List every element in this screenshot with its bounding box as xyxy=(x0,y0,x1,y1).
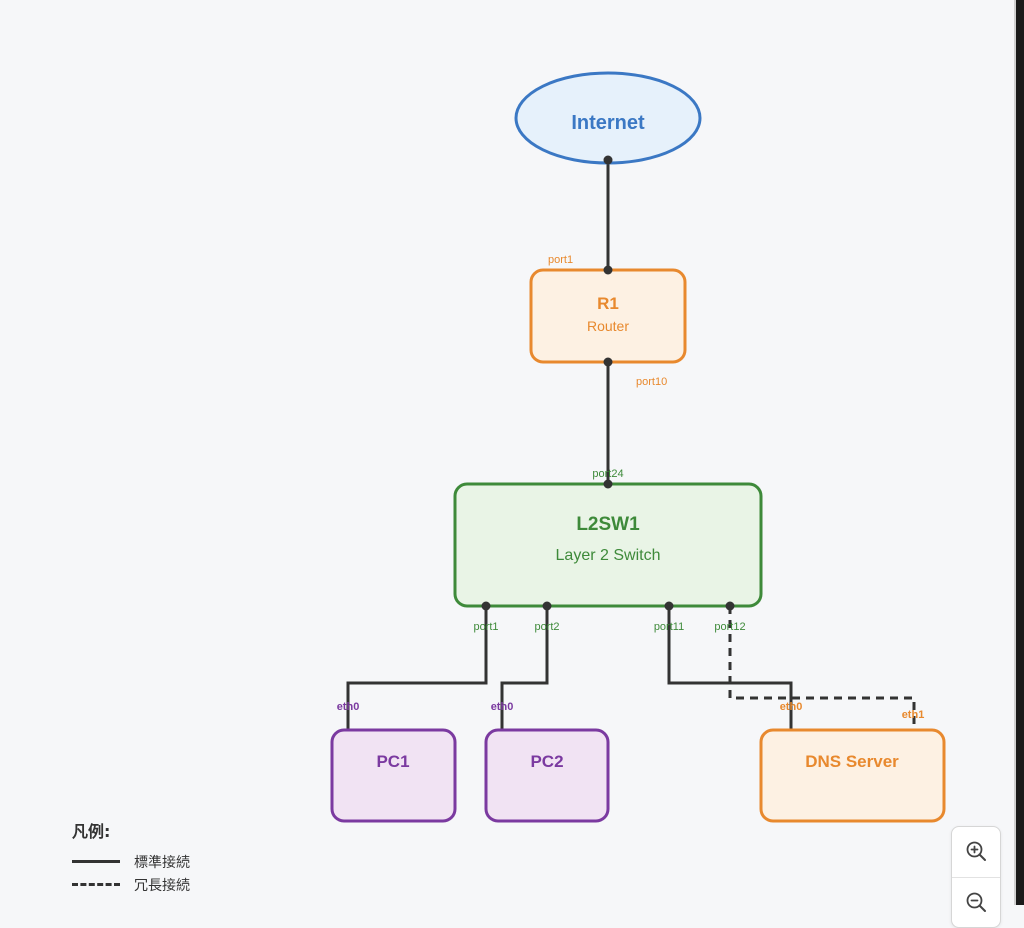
router-r1-type: Router xyxy=(587,318,629,334)
link-sw-pc2 xyxy=(500,606,549,730)
port-label-sw-port1: port1 xyxy=(473,621,498,633)
dns-server-node[interactable]: DNS Server xyxy=(759,728,946,823)
zoom-out-button[interactable] xyxy=(952,877,1000,926)
switch-l2sw1-node[interactable]: L2SW1 Layer 2 Switch xyxy=(453,482,763,608)
router-r1-node[interactable]: R1 Router xyxy=(529,268,687,364)
legend-label-standard: 標準接続 xyxy=(134,854,190,871)
link-sw-pc1 xyxy=(346,606,488,730)
legend: 凡例: 標準接続 冗長接続 xyxy=(72,818,190,896)
zoom-in-button[interactable] xyxy=(952,827,1000,875)
port-dot-sw-p1 xyxy=(481,601,491,611)
port-dot-sw-p2 xyxy=(542,601,552,611)
window-edge xyxy=(1014,0,1024,905)
port-label-pc1-eth0: eth0 xyxy=(337,701,360,713)
port-label-pc2-eth0: eth0 xyxy=(491,701,514,713)
internet-label: Internet xyxy=(571,112,645,134)
legend-row-standard: 標準接続 xyxy=(72,850,190,873)
link-sw-dns-eth1-redundant xyxy=(728,606,916,730)
port-label-sw-port24: port24 xyxy=(592,468,623,480)
pc2-label: PC2 xyxy=(530,752,563,771)
zoom-out-icon xyxy=(966,892,986,912)
port-label-r1-port1: port1 xyxy=(548,254,573,266)
switch-l2sw1-type: Layer 2 Switch xyxy=(556,547,661,564)
port-dot-r1-top xyxy=(603,265,613,275)
pc1-label: PC1 xyxy=(376,752,409,771)
pc1-node[interactable]: PC1 xyxy=(330,728,457,823)
network-diagram: Internet R1 Router L2SW1 Layer 2 Switch … xyxy=(330,71,946,823)
legend-label-redundant: 冗長接続 xyxy=(134,877,190,894)
port-dot-sw-p11 xyxy=(664,601,674,611)
solid-line-swatch xyxy=(72,860,120,863)
legend-title: 凡例: xyxy=(72,822,111,841)
port-label-dns-eth1: eth1 xyxy=(902,709,925,721)
port-dot-internet xyxy=(603,155,613,165)
zoom-in-icon xyxy=(966,841,986,861)
port-label-sw-port11: port11 xyxy=(654,621,684,633)
pc2-node[interactable]: PC2 xyxy=(484,728,610,823)
port-labels: port1 port10 port24 port1 port2 port11 p… xyxy=(337,254,925,721)
dashed-line-swatch xyxy=(72,883,120,886)
dns-server-label: DNS Server xyxy=(805,752,899,771)
port-dot-sw-p12 xyxy=(725,601,735,611)
links xyxy=(346,160,916,730)
router-r1-label: R1 xyxy=(597,294,619,313)
internet-node[interactable]: Internet xyxy=(514,71,702,165)
port-label-dns-eth0: eth0 xyxy=(780,701,803,713)
switch-l2sw1-label: L2SW1 xyxy=(576,514,640,535)
zoom-controls xyxy=(951,826,1001,928)
port-dot-sw-top xyxy=(603,479,613,489)
port-label-sw-port12: port12 xyxy=(714,621,745,633)
port-dot-r1-bottom xyxy=(603,357,613,367)
legend-row-redundant: 冗長接続 xyxy=(72,873,190,896)
port-label-r1-port10: port10 xyxy=(636,376,667,388)
port-label-sw-port2: port2 xyxy=(534,621,559,633)
port-dots xyxy=(481,155,735,611)
